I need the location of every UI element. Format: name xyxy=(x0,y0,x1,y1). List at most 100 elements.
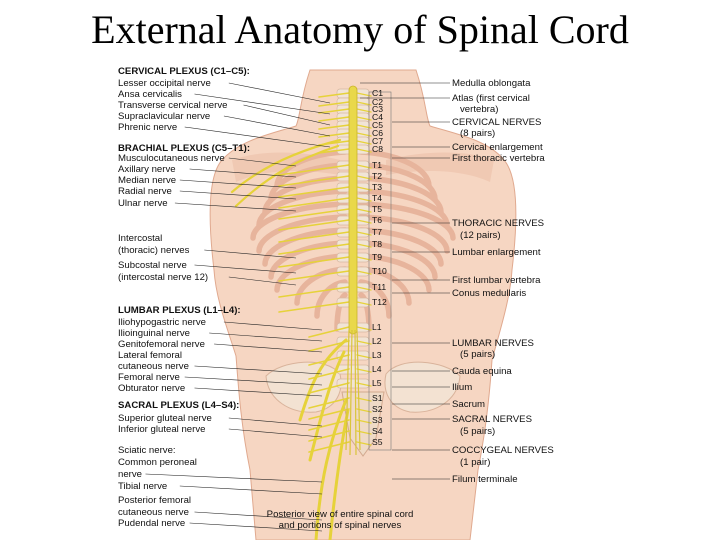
rib-right xyxy=(358,201,456,241)
left-label-obturator-nerve: Obturator nerve xyxy=(118,383,185,394)
segment-label: C1 xyxy=(372,88,383,98)
right-label-8-pairs: (8 pairs) xyxy=(460,128,495,139)
spinal-nerve-right xyxy=(356,208,372,213)
segment-label: T8 xyxy=(372,239,382,249)
spinal-nerve-left xyxy=(278,219,350,231)
leader-line xyxy=(174,202,297,212)
leader-line xyxy=(228,276,297,286)
left-label-common-peroneal: Common peroneal xyxy=(118,457,197,468)
segment-label: C3 xyxy=(372,104,383,114)
right-label-cauda-equina: Cauda equina xyxy=(452,366,512,377)
right-label-atlas-first-cervical: Atlas (first cervical xyxy=(452,93,530,104)
leader-line xyxy=(179,190,297,200)
right-label-5-pairs: (5 pairs) xyxy=(460,349,495,360)
spinal-nerve-right xyxy=(356,132,372,137)
vertebra xyxy=(336,364,370,375)
cauda-equina xyxy=(345,329,361,456)
spinal-nerve-left xyxy=(318,124,350,130)
spinal-nerve-right xyxy=(356,116,372,121)
left-label-subcostal-nerve: Subcostal nerve xyxy=(118,260,187,271)
slide-title: External Anatomy of Spinal Cord xyxy=(91,7,629,52)
left-label-cutaneous-nerve: cutaneous nerve xyxy=(118,361,189,372)
leader-line xyxy=(189,522,323,532)
right-label-medulla-oblongata: Medulla oblongata xyxy=(452,78,531,89)
segment-label: C2 xyxy=(372,97,383,107)
left-label-ulnar-nerve: Ulnar nerve xyxy=(118,198,168,209)
spinal-nerve-right xyxy=(356,231,372,236)
rib-right xyxy=(358,253,432,293)
spinal-nerve-right xyxy=(356,368,372,373)
left-label-lesser-occipital-nerve: Lesser occipital nerve xyxy=(118,78,211,89)
spinal-nerve-right xyxy=(356,175,372,180)
rib-right xyxy=(358,149,432,189)
figure-caption: Posterior view of entire spinal cordand … xyxy=(267,509,414,531)
segment-label: T5 xyxy=(372,204,382,214)
right-label-12-pairs: (12 pairs) xyxy=(460,230,501,241)
leader-line xyxy=(214,343,323,353)
spinal-nerve-left xyxy=(278,164,350,176)
spinal-nerve-left xyxy=(278,208,350,220)
rib-right xyxy=(358,175,444,215)
leader-line xyxy=(189,168,297,178)
spinal-nerve-right xyxy=(356,243,372,248)
spinal-nerve-right xyxy=(356,164,372,169)
left-label-iliohypogastric-nerve: Iliohypogastric nerve xyxy=(118,317,206,328)
left-label-nerve: nerve xyxy=(118,469,142,480)
segment-label: S1 xyxy=(372,393,383,403)
right-label-vertebra: vertebra) xyxy=(460,104,498,115)
segment-labels: C1C2C3C4C5C6C7C8T1T2T3T4T5T6T7T8T9T10T11… xyxy=(372,88,387,447)
right-label-coccygeal-nerves: COCCYGEAL NERVES xyxy=(452,445,554,456)
leader-line xyxy=(228,157,297,167)
left-label-superior-gluteal-nerve: Superior gluteal nerve xyxy=(118,413,212,424)
left-label-posterior-femoral: Posterior femoral xyxy=(118,495,191,506)
spinal-nerve-left xyxy=(308,326,350,338)
spinal-nerve-left xyxy=(278,175,350,187)
rib-right xyxy=(358,240,438,280)
spinal-nerve-right xyxy=(356,92,372,97)
shoulder-shading-right xyxy=(386,152,494,182)
segment-label: C8 xyxy=(372,144,383,154)
spinal-nerve-left xyxy=(278,231,350,243)
spinal-nerve-left xyxy=(318,116,350,122)
leader-line xyxy=(179,485,323,495)
spinal-nerve-right xyxy=(356,397,372,402)
right-leader-lines xyxy=(360,82,450,480)
spinal-nerve-left xyxy=(278,197,350,209)
spinal-nerve-right xyxy=(356,256,372,261)
spinal-nerve-left xyxy=(308,397,350,409)
segment-label: C6 xyxy=(372,128,383,138)
segment-label: C4 xyxy=(372,112,383,122)
left-label-tibial-nerve: Tibial nerve xyxy=(118,481,167,492)
rib-right xyxy=(358,162,438,202)
segment-label: S4 xyxy=(372,426,383,436)
leader-line xyxy=(184,376,323,386)
spinal-nerve-left xyxy=(318,148,350,154)
leader-line xyxy=(194,264,297,274)
right-label-ilium: Ilium xyxy=(452,382,472,393)
vertebra xyxy=(336,378,370,389)
spinal-nerve-right xyxy=(356,124,372,129)
right-label-thoracic-nerves: THORACIC NERVES xyxy=(452,218,544,229)
spinal-nerve-right xyxy=(356,354,372,359)
leader-line xyxy=(194,93,331,115)
left-label-musculocutaneous-nerve: Musculocutaneous nerve xyxy=(118,153,225,164)
leader-line xyxy=(228,428,323,438)
segment-label: L1 xyxy=(372,322,382,332)
spinal-nerve-right xyxy=(356,219,372,224)
left-label-ansa-cervicalis: Ansa cervicalis xyxy=(118,89,182,100)
rib-left xyxy=(250,201,348,241)
segment-label: T9 xyxy=(372,252,382,262)
spinal-nerve-right xyxy=(356,197,372,202)
lumbosacral-nerves xyxy=(298,338,350,540)
segment-label: T6 xyxy=(372,215,382,225)
right-label-sacrum: Sacrum xyxy=(452,399,485,410)
caption-line: Posterior view of entire spinal cord xyxy=(267,509,414,520)
leader-line xyxy=(194,511,323,521)
leader-line xyxy=(243,104,331,126)
right-label-1-pair: (1 pair) xyxy=(460,457,490,468)
segment-label: T3 xyxy=(372,182,382,192)
segment-label: T10 xyxy=(372,266,387,276)
leader-line xyxy=(228,82,331,104)
leader-line xyxy=(228,417,323,427)
spinal-nerve-right xyxy=(356,301,372,306)
